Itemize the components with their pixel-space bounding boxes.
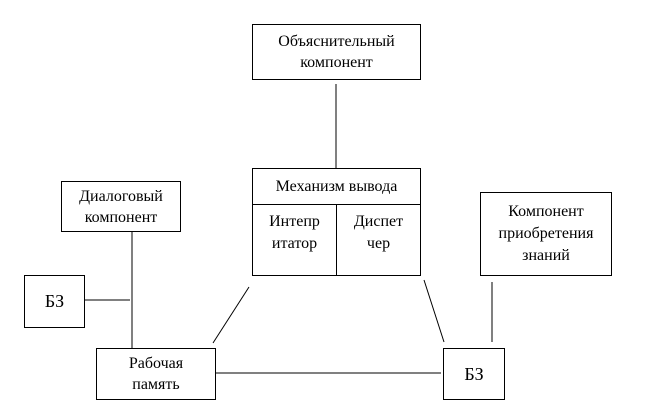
knowledge-acquisition-box: Компонент приобретения знаний [480, 192, 612, 276]
explanatory-component-label: Объяснительный компонент [278, 33, 395, 71]
dialog-component-box: Диалоговый компонент [61, 181, 181, 232]
knowledge-base-left-label: БЗ [44, 291, 65, 311]
knowledge-base-right-box: БЗ [443, 348, 505, 400]
link-inference-kb-right [423, 279, 445, 343]
explanatory-component-box: Объяснительный компонент [252, 24, 421, 80]
link-inference-memory [212, 286, 250, 344]
working-memory-box: Рабочая память [96, 348, 216, 400]
knowledge-base-right-label: БЗ [464, 363, 484, 384]
inference-engine-box: Механизм вывода Интепр итатор Диспет чер [252, 168, 421, 276]
working-memory-label: Рабочая память [128, 355, 184, 393]
interpreter-cell: Интепр итатор [253, 205, 337, 275]
knowledge-base-left-box: БЗ [24, 275, 85, 328]
knowledge-acquisition-label: Компонент приобретения знаний [498, 203, 594, 264]
dispatcher-cell: Диспет чер [353, 213, 404, 252]
dialog-component-label: Диалоговый компонент [79, 187, 163, 226]
inference-engine-title: Механизм вывода [253, 169, 420, 205]
